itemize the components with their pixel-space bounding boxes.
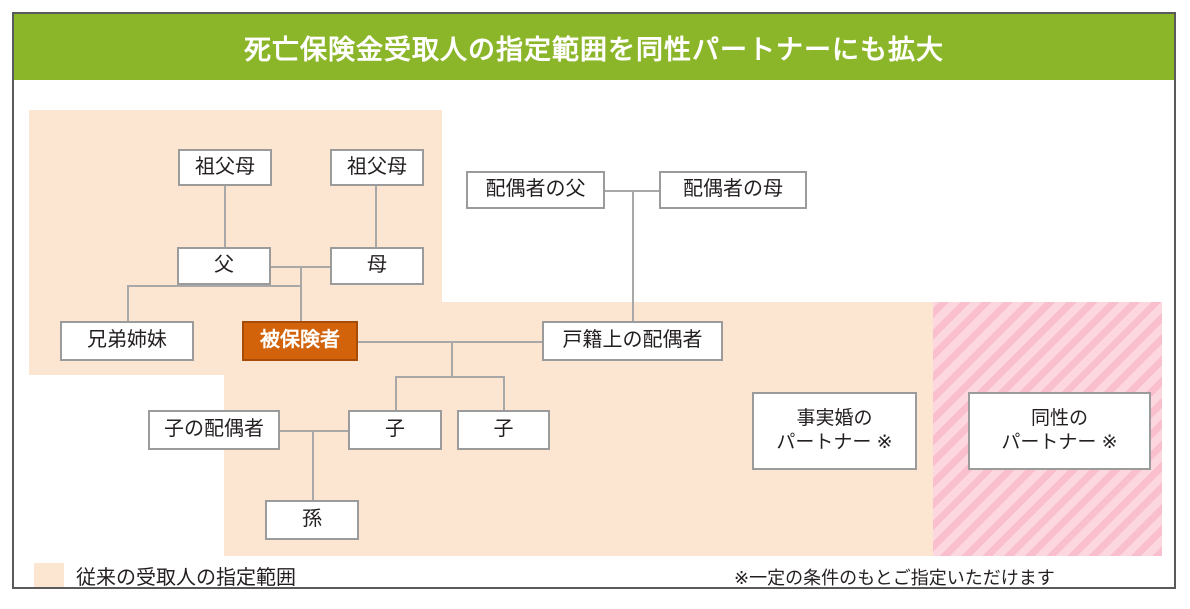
legend-swatch-existing-scope [34,562,64,587]
legend: 従来の受取人の指定範囲 [34,561,296,587]
connector-couple-drop [451,341,453,376]
node-grandchild[interactable]: 孫 [265,500,359,540]
connector-bus-to-child-2 [503,376,505,410]
node-label: 配偶者の母 [683,178,783,201]
node-same-sex-partner[interactable]: 同性の パートナー ※ [968,392,1151,470]
legend-label-existing-scope: 従来の受取人の指定範囲 [76,567,296,587]
node-label: 祖父母 [195,155,255,178]
node-label-line-2: パートナー ※ [776,432,893,453]
header-bar: 死亡保険金受取人の指定範囲を同性パートナーにも拡大 [14,14,1174,80]
page-title: 死亡保険金受取人の指定範囲を同性パートナーにも拡大 [244,34,944,65]
node-father[interactable]: 父 [177,247,271,285]
node-label: 祖父母 [347,155,407,178]
node-child-2[interactable]: 子 [457,410,550,450]
connector-grandparents-paternal-to-father [224,186,226,247]
node-label: 子の配偶者 [164,418,264,441]
node-siblings[interactable]: 兄弟姉妹 [60,321,194,361]
node-mother[interactable]: 母 [330,247,424,285]
connector-children-bus [127,285,301,287]
node-label: 父 [214,254,234,277]
node-label: 孫 [302,508,322,531]
node-insured[interactable]: 被保険者 [242,321,358,361]
footnote-text: ※一定の条件のもとご指定いただけます [734,568,1055,587]
connector-child-spouse-to-child [279,430,349,432]
connector-bus-to-child-1 [395,376,397,410]
node-label-line-2: パートナー ※ [1001,432,1118,453]
infographic-card: 死亡保険金受取人の指定範囲を同性パートナーにも拡大 [12,12,1176,589]
node-label: 母 [367,254,387,277]
node-label-line-1: 同性の [1030,407,1088,429]
connector-insured-to-spouse [358,341,543,343]
family-tree-diagram: 祖父母 祖父母 父 母 配偶者の父 配偶者の母 兄弟姉妹 被保険者 [14,80,1174,587]
node-label: 被保険者 [260,329,340,352]
node-label: 戸籍上の配偶者 [562,329,703,352]
node-child-1[interactable]: 子 [348,410,442,450]
node-common-law-partner[interactable]: 事実婚の パートナー ※ [752,392,917,470]
connector-spouse-parents [605,190,668,192]
node-grandparents-paternal[interactable]: 祖父母 [178,149,272,186]
node-spouse-mother[interactable]: 配偶者の母 [659,171,807,209]
connector-child-couple-drop [312,430,314,500]
node-legal-spouse[interactable]: 戸籍上の配偶者 [542,321,723,361]
node-label: 兄弟姉妹 [87,329,167,352]
connector-spouse-parents-drop [632,190,634,321]
node-child-spouse[interactable]: 子の配偶者 [148,410,280,450]
node-spouse-father[interactable]: 配偶者の父 [466,171,605,209]
connector-bus-to-siblings [127,285,129,321]
connector-parents-drop [300,266,302,341]
node-label-line-1: 事実婚の [796,407,873,429]
connector-grandparents-maternal-to-mother [375,186,377,247]
connector-child-bus [395,376,505,378]
node-label: 配偶者の父 [485,178,586,201]
node-label: 子 [385,418,405,441]
node-label: 子 [493,418,514,441]
node-grandparents-maternal[interactable]: 祖父母 [330,149,424,186]
